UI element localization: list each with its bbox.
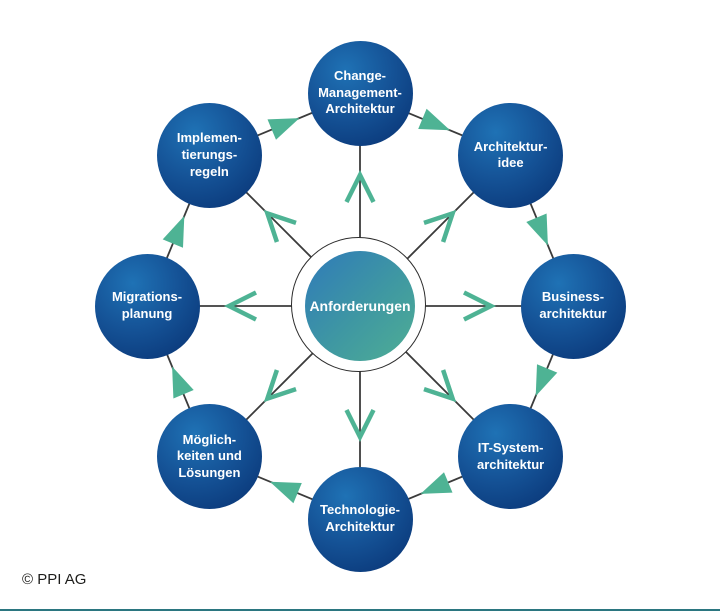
node-label-line: Change-: [334, 68, 386, 84]
node-label-line: Management-: [318, 84, 402, 100]
node-label-line: Implemen-: [176, 130, 242, 146]
node-technologie-architektur: Technologie-Architektur: [307, 466, 413, 572]
node-change-management-architektur: Change-Management-Architektur: [307, 40, 413, 146]
node-label-line: Möglich-: [182, 431, 237, 447]
node-label-line: Business-: [541, 289, 605, 305]
node-anforderungen: Anforderungen: [305, 251, 415, 361]
node-label-line: architektur: [539, 306, 607, 321]
node-label-line: Lösungen: [178, 464, 241, 480]
node-label-line: planung: [121, 306, 173, 321]
node-label-line: IT-System-: [477, 439, 544, 455]
node-implementierungsregeln: Implemen-tierungs-regeln: [156, 102, 262, 208]
node-label-line: Architektur: [325, 519, 395, 534]
node-it-systemarchitektur: IT-System-architektur: [458, 404, 564, 510]
node-label-line: keiten und: [176, 448, 242, 464]
node-label-line: regeln: [189, 163, 229, 179]
node-label-line: architektur: [477, 456, 545, 472]
node-label-line: Architektur-: [473, 138, 548, 154]
center-node-label: Anforderungen: [309, 298, 411, 314]
node-label-line: idee: [497, 155, 524, 171]
node-architekturidee: Architektur-idee: [458, 102, 564, 208]
node-businessarchitektur: Business-architektur: [520, 253, 626, 359]
node-label-line: Technologie-: [320, 502, 400, 518]
node-label-line: Architektur: [325, 101, 395, 117]
copyright-label: © PPI AG: [22, 571, 87, 588]
node-label-line: Migrations-: [111, 289, 183, 305]
node-label-line: tierungs-: [181, 147, 238, 163]
node-migrationsplanung: Migrations-planung: [94, 253, 200, 359]
bottom-rule: [0, 609, 720, 611]
